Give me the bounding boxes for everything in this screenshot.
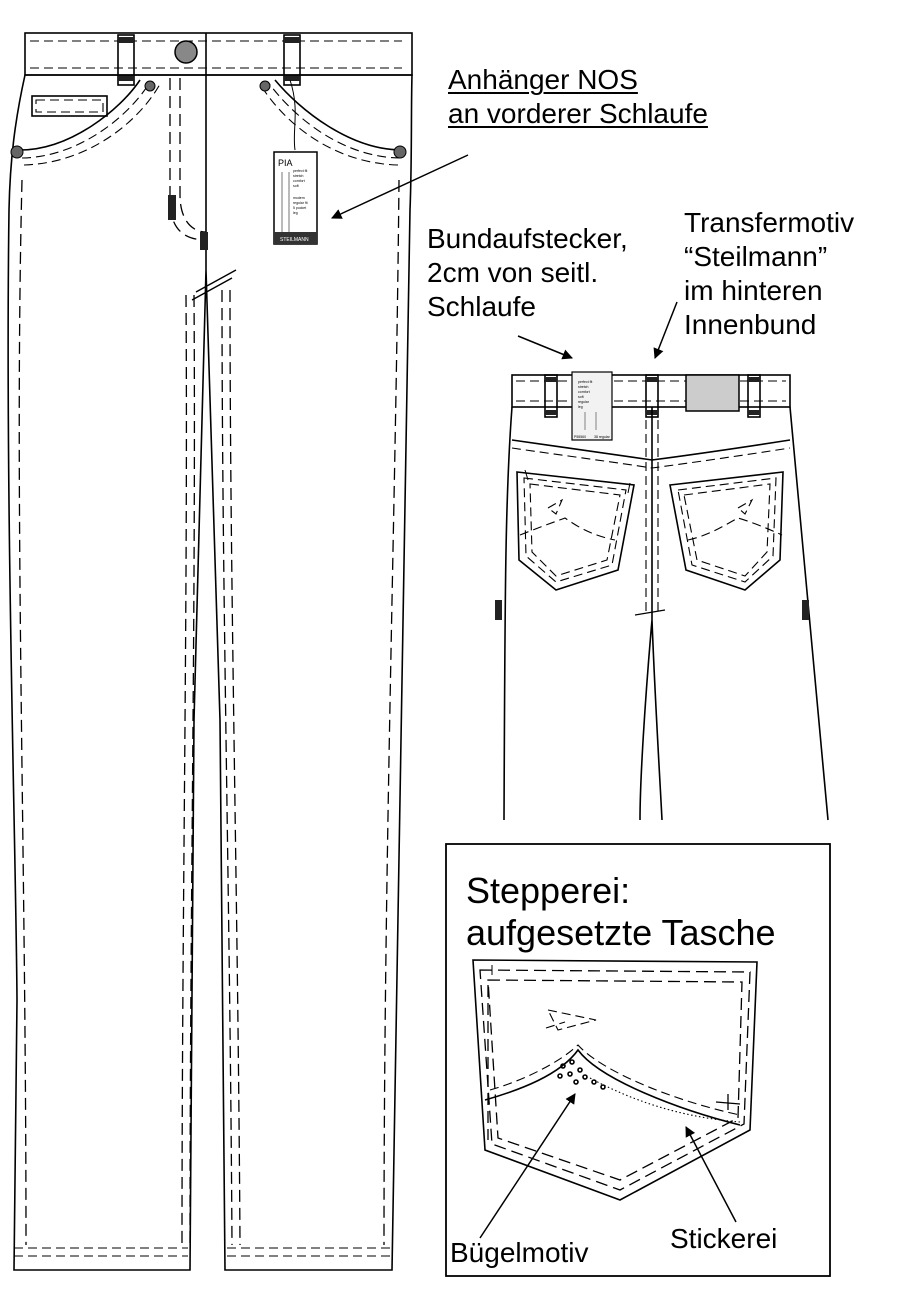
svg-text:leg: leg xyxy=(293,211,298,215)
label-ironon: Bügelmotiv xyxy=(450,1237,589,1268)
waistband-tag-card: perfect fit stretch comfort soft regular… xyxy=(571,371,613,441)
pocket-detail-inset xyxy=(445,843,831,1277)
svg-text:soft: soft xyxy=(578,395,584,399)
arrow-hangtag xyxy=(331,154,469,219)
hangtag-text-lines: perfect fit stretch comfort soft modern … xyxy=(293,169,308,215)
back-pocket-right xyxy=(669,471,784,591)
inset-frame xyxy=(445,843,831,1277)
svg-text:stretch: stretch xyxy=(578,385,589,389)
annotation-arrows xyxy=(331,154,737,1239)
label-waistband-tag: Bundaufstecker, 2cm von seitl. Schlaufe xyxy=(427,223,628,322)
svg-text:38 regular: 38 regular xyxy=(594,435,611,439)
inset-title: Stepperei: aufgesetzte Tasche xyxy=(466,870,776,953)
hangtag-brand: PIA xyxy=(278,158,293,168)
hangtag-footer: STEILMANN xyxy=(280,237,309,243)
svg-text:modern: modern xyxy=(293,196,305,200)
back-view-jeans: perfect fit stretch comfort soft regular… xyxy=(495,371,829,821)
svg-text:regular fit: regular fit xyxy=(293,201,308,205)
arrow-embroidery xyxy=(685,1126,737,1223)
svg-text:5 pocket: 5 pocket xyxy=(293,206,306,210)
svg-text:P55560: P55560 xyxy=(574,435,586,439)
svg-text:soft: soft xyxy=(293,184,299,188)
back-pocket-left xyxy=(516,469,635,591)
iron-on-dots xyxy=(557,1059,606,1090)
label-hangtag: Anhänger NOS an vorderer Schlaufe xyxy=(448,64,708,129)
svg-text:regular: regular xyxy=(578,400,590,404)
svg-text:perfect fit: perfect fit xyxy=(578,380,592,384)
button-icon xyxy=(174,40,198,64)
svg-text:leg: leg xyxy=(578,405,583,409)
front-hangtag: PIA perfect fit stretch comfort soft mod… xyxy=(273,79,318,245)
label-embroidery: Stickerei xyxy=(670,1223,778,1254)
svg-text:stretch: stretch xyxy=(293,174,304,178)
front-waistband xyxy=(24,32,413,86)
back-outline xyxy=(503,406,829,821)
arrow-transfer xyxy=(653,301,678,359)
brand-label-patch xyxy=(31,95,108,117)
svg-text:comfort: comfort xyxy=(578,390,590,394)
arrow-ironon xyxy=(479,1093,576,1239)
front-outline xyxy=(7,74,413,1271)
label-transfer-motif: Transfermotiv “Steilmann” im hinteren In… xyxy=(684,207,855,340)
back-leather-patch xyxy=(685,374,740,412)
front-view-jeans: PIA perfect fit stretch comfort soft mod… xyxy=(7,32,413,1271)
svg-text:perfect fit: perfect fit xyxy=(293,169,307,173)
svg-text:comfort: comfort xyxy=(293,179,305,183)
belt-loop xyxy=(117,34,135,86)
arrow-waistband-tag xyxy=(517,335,573,360)
